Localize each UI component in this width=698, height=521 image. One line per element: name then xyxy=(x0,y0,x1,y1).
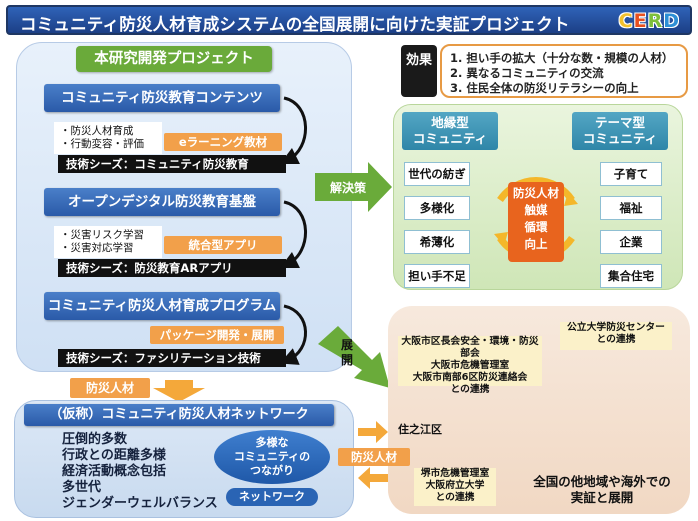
feature-line: 多世代 xyxy=(62,480,102,495)
effect-item: 2. 異なるコミュニティの交流 xyxy=(450,66,604,80)
left-item: 担い手不足 xyxy=(404,264,470,288)
territorial-community-head: 地縁型 コミュニティ xyxy=(402,112,498,150)
core-title: 防災人材 xyxy=(513,186,559,200)
core-line: 循環 xyxy=(524,220,548,234)
feature-line: ジェンダーウェルバランス xyxy=(62,496,218,511)
note-line: ・防災人材育成 xyxy=(60,125,134,137)
head-line: コミュニティ xyxy=(412,131,488,146)
right-item: 福祉 xyxy=(600,196,662,220)
theme-community-head: テーマ型 コミュニティ xyxy=(572,112,668,150)
nationwide-label: 全国の他地域や海外での 実証と展開 xyxy=(516,474,688,506)
feature-line: 圧倒的多数 xyxy=(62,432,128,447)
core-line: 触媒 xyxy=(524,203,548,217)
logo-letter-r: R xyxy=(647,10,664,32)
package-tag: パッケージ開発・展開 xyxy=(150,326,284,344)
tech-seed-bar: 技術シーズ：コミュニティ防災教育 xyxy=(58,155,286,173)
title-bar: コミュニティ防災人材育成システムの全国展開に向けた実証プロジェクト CERD xyxy=(6,5,692,35)
platform-block-title: オープンデジタル防災教育基盤 xyxy=(44,188,280,216)
right-item: 集合住宅 xyxy=(600,264,662,288)
note-line: 堺市危機管理室 xyxy=(420,468,490,479)
left-item: 希薄化 xyxy=(404,230,470,254)
core-line: 向上 xyxy=(524,237,548,251)
bubble-line: 多様な xyxy=(255,436,289,449)
osaka-cooperation-note: 大阪市区長会安全・環境・防災部会 大阪市危機管理室 大阪市南部6区防災連絡会 と… xyxy=(398,336,542,395)
left-orange-arrow-icon xyxy=(358,467,388,489)
suminoe-label: 住之江区 xyxy=(398,423,442,436)
right-item: 企業 xyxy=(600,230,662,254)
logo-letter-c: C xyxy=(618,10,634,32)
note-line: 大阪府立大学 xyxy=(425,480,485,491)
head-line: 地縁型 xyxy=(431,115,469,130)
network-features: 圧倒的多数 行政との距離多様 経済活動概念包括 多世代 ジェンダーウェルバランス xyxy=(62,432,218,512)
logo-letter-d: D xyxy=(663,10,680,32)
flow-bousai-jinzai-label: 防災人材 xyxy=(338,448,410,466)
head-line: コミュニティ xyxy=(582,131,658,146)
note-line: 大阪市危機管理室 xyxy=(430,360,510,371)
logo-letter-e: E xyxy=(633,10,648,32)
deploy-arrow-label: 展開 xyxy=(341,338,354,367)
solution-arrow-label: 解決策 xyxy=(330,181,367,195)
note-line: との連携 xyxy=(435,492,475,503)
right-orange-arrow-icon xyxy=(358,421,388,443)
note-line: との連携 xyxy=(596,334,636,345)
elearning-tag: eラーニング教材 xyxy=(164,133,282,151)
note-line: ・行動変容・評価 xyxy=(60,138,144,150)
effect-box: 1. 担い手の拡大（十分な数・規模の人材） 2. 異なるコミュニティの交流 3.… xyxy=(440,44,688,98)
note-line: 公立大学防災センター xyxy=(567,322,665,333)
effect-item: 1. 担い手の拡大（十分な数・規模の人材） xyxy=(450,51,674,65)
cerd-logo: CERD xyxy=(619,10,680,32)
note-line: との連携 xyxy=(450,384,490,395)
tech-seed-bar: 技術シーズ：防災教育ARアプリ xyxy=(58,259,286,277)
effect-tag: 効果 xyxy=(401,45,437,97)
nationwide-line: 全国の他地域や海外での xyxy=(533,474,671,489)
note-line: 大阪市区長会安全・環境・防災部会 xyxy=(401,336,539,359)
feature-line: 経済活動概念包括 xyxy=(62,464,167,479)
down-arrow-icon xyxy=(153,380,205,402)
left-item: 多様化 xyxy=(404,196,470,220)
center-cycle: 防災人材 触媒 循環 向上 xyxy=(484,160,588,278)
network-title: （仮称）コミュニティ防災人材ネットワーク xyxy=(24,404,334,426)
bousai-jinzai-label: 防災人材 xyxy=(70,378,150,398)
platform-block-notes: ・災害リスク学習 ・災害対応学習 xyxy=(54,226,162,258)
bubble-line: つながり xyxy=(250,464,294,477)
content-block-title: コミュニティ防災教育コンテンツ xyxy=(44,84,280,112)
bubble-line: コミュニティの xyxy=(233,450,311,463)
nationwide-line: 実証と展開 xyxy=(570,490,634,505)
head-line: テーマ型 xyxy=(594,115,645,130)
note-line: ・災害リスク学習 xyxy=(60,229,144,241)
note-line: 大阪市南部6区防災連絡会 xyxy=(412,372,528,383)
note-line: ・災害対応学習 xyxy=(60,242,134,254)
app-tag: 統合型アプリ xyxy=(164,236,282,254)
network-pill: ネットワーク xyxy=(226,488,318,506)
page-title: コミュニティ防災人材育成システムの全国展開に向けた実証プロジェクト xyxy=(20,15,570,34)
effect-item: 3. 住民全体の防災リテラシーの向上 xyxy=(450,81,639,95)
feature-line: 行政との距離多様 xyxy=(62,448,166,463)
project-header: 本研究開発プロジェクト xyxy=(76,46,272,72)
content-block-notes: ・防災人材育成 ・行動変容・評価 xyxy=(54,122,162,154)
university-cooperation-note: 公立大学防災センター との連携 xyxy=(560,322,672,350)
diverse-connection-bubble: 多様な コミュニティの つながり xyxy=(214,430,330,484)
right-item: 子育て xyxy=(600,162,662,186)
left-item: 世代の紡ぎ xyxy=(404,162,470,186)
tech-seed-bar: 技術シーズ：ファシリテーション技術 xyxy=(58,349,286,367)
sakai-cooperation-note: 堺市危機管理室 大阪府立大学 との連携 xyxy=(414,468,496,506)
jinzai-core: 防災人材 触媒 循環 向上 xyxy=(508,182,564,262)
program-block-title: コミュニティ防災人材育成プログラム xyxy=(44,292,280,320)
